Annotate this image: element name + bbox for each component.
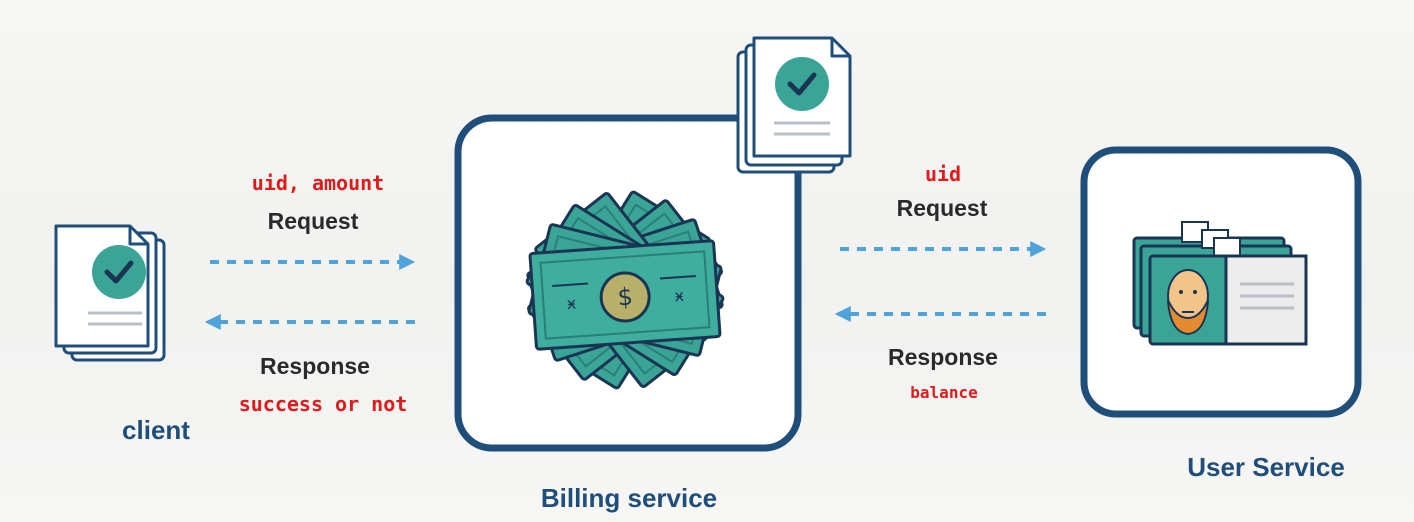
client-request-params: uid, amount: [251, 171, 385, 195]
user-request-label: Request: [896, 195, 988, 221]
user-response-result: balance: [910, 383, 978, 402]
client-response-result: success or not: [238, 392, 408, 416]
svg-text:$: $: [617, 282, 634, 311]
client-response-label: Response: [260, 353, 370, 379]
user-response-label: Response: [888, 344, 998, 370]
svg-text:ӿ: ӿ: [566, 293, 577, 313]
id-card-icon: [1132, 221, 1308, 346]
user-request-params: uid: [924, 162, 962, 186]
client-documents-icon: [54, 224, 166, 362]
svg-text:ӿ: ӿ: [674, 286, 685, 306]
money-stack-icon: ӿ ӿ $: [525, 190, 725, 390]
billing-service-label: Billing service: [540, 483, 718, 513]
billing-documents-icon: [736, 36, 852, 174]
client-label: client: [122, 415, 190, 445]
user-service-label: User Service: [1187, 452, 1345, 482]
client-request-label: Request: [267, 208, 359, 234]
